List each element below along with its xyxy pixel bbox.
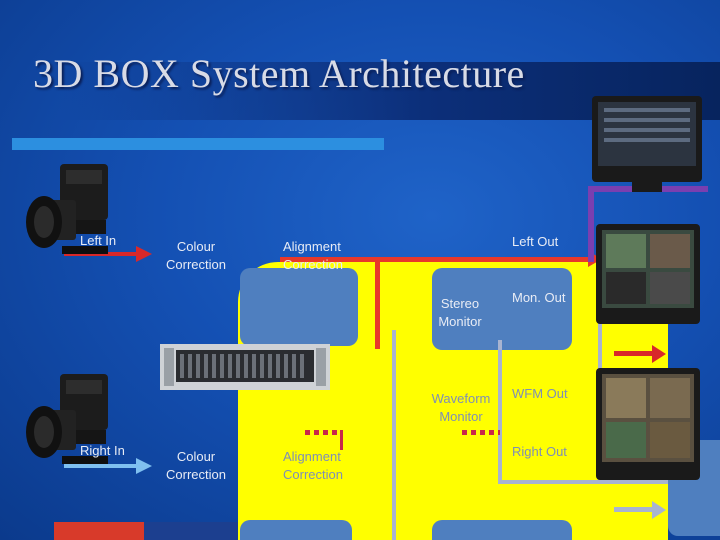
signal-left-out: [280, 257, 596, 262]
wfm-out-arrow: [614, 501, 666, 519]
video-camera-icon: [26, 374, 108, 464]
video-camera-icon: [26, 164, 108, 254]
dashed-link-a: [305, 430, 343, 435]
slide-title: 3D BOX System Architecture: [33, 51, 525, 96]
decor-red-bar: [54, 522, 144, 540]
signal-vertical: [375, 257, 380, 349]
stereo-monitor-block: [432, 268, 572, 350]
waveform-monitor-label: Waveform Monitor: [431, 391, 491, 424]
dashed-link-a-drop: [340, 430, 343, 450]
mon-out-label: Mon. Out: [512, 290, 566, 305]
control-touchscreen-icon: [592, 96, 702, 192]
processor-rack-icon: [160, 344, 330, 390]
stereo-display-monitor-icon: [596, 224, 700, 324]
left-in-label: Left In: [80, 233, 117, 248]
connector-vertical-right: [498, 340, 502, 480]
connector-vertical-mid: [392, 330, 396, 540]
dashed-link-b: [462, 430, 500, 435]
wfm-out-label: WFM Out: [512, 386, 568, 401]
colour-correction-bottom-label: Colour Correction: [166, 449, 226, 482]
bottom-block-b: [432, 520, 572, 540]
waveform-display-monitor-icon: [596, 368, 700, 480]
right-out-label: Right Out: [512, 444, 567, 459]
colour-correction-top-label: Colour Correction: [166, 239, 226, 272]
title-underline: [12, 138, 384, 150]
right-in-label: Right In: [80, 443, 125, 458]
mon-out-arrow: [614, 345, 666, 363]
colour-correction-block-top: [240, 268, 358, 346]
control-link-vertical: [588, 186, 594, 262]
left-out-label: Left Out: [512, 234, 559, 249]
stereo-monitor-label: Stereo Monitor: [438, 296, 482, 329]
alignment-correction-top-label: Alignment Correction: [283, 239, 343, 272]
decor-blue-bar: [144, 522, 240, 540]
connector-right-out: [498, 480, 668, 484]
alignment-correction-bottom-label: Alignment Correction: [283, 449, 343, 482]
bottom-block-a: [240, 520, 352, 540]
right-in-arrow: [64, 458, 152, 474]
